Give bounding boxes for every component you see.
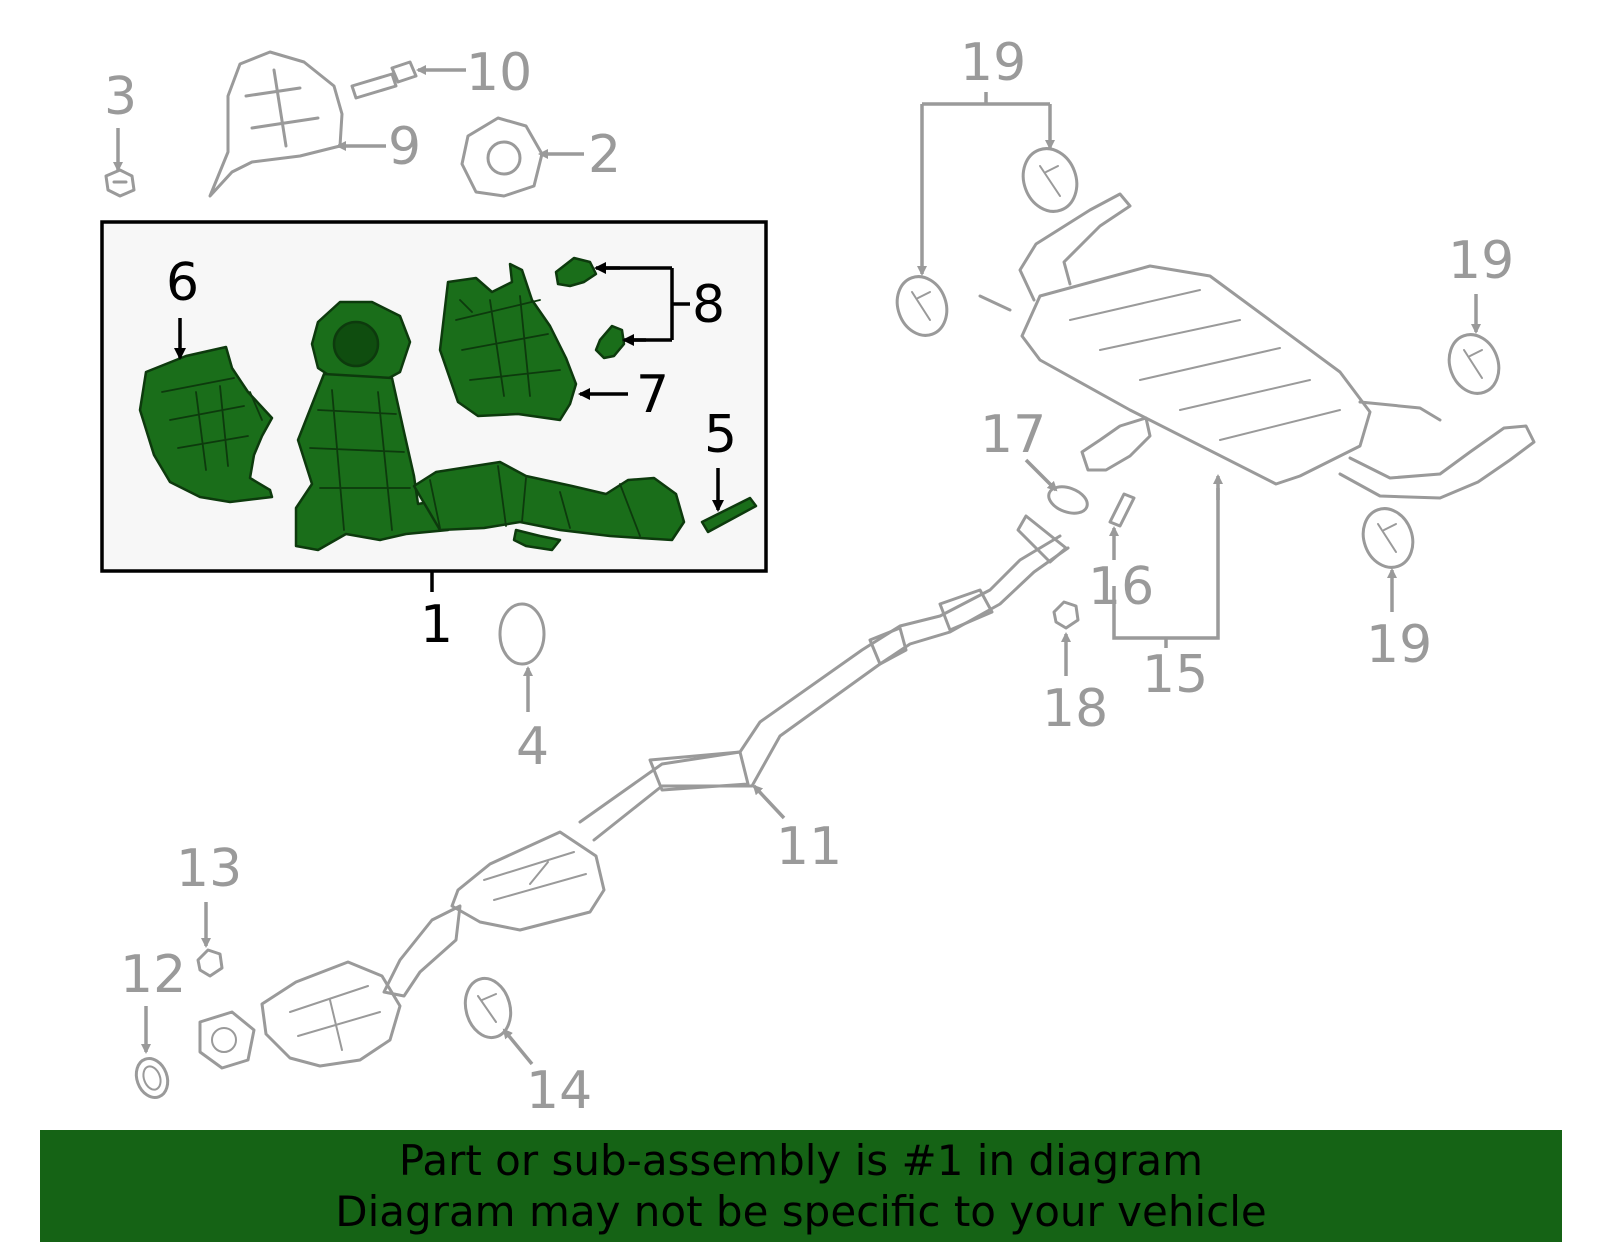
callout-9: 9 — [388, 117, 421, 177]
callout-18: 18 — [1042, 679, 1108, 739]
part-3-nut[interactable] — [104, 168, 136, 198]
callout-5: 5 — [704, 405, 737, 465]
callout-17: 17 — [980, 405, 1046, 465]
part-17-gasket[interactable] — [1045, 482, 1091, 518]
part-1-catalytic-converter[interactable] — [294, 300, 686, 552]
part-10-bolt[interactable] — [350, 60, 418, 100]
callout-16: 16 — [1088, 557, 1154, 617]
part-19-hanger-left[interactable] — [889, 270, 955, 343]
part-13-nut[interactable] — [196, 948, 224, 978]
callout-4: 4 — [516, 717, 549, 777]
part-15-muffler[interactable] — [978, 192, 1536, 500]
part-14-hanger[interactable] — [459, 973, 517, 1042]
part-5-stud[interactable] — [700, 496, 758, 534]
callout-6: 6 — [166, 253, 199, 313]
leader-19-top — [922, 92, 1050, 106]
disclaimer-banner: Part or sub-assembly is #1 in diagram Di… — [40, 1130, 1562, 1242]
banner-line-1: Part or sub-assembly is #1 in diagram — [398, 1136, 1204, 1185]
callout-3: 3 — [104, 67, 137, 127]
callout-14: 14 — [526, 1061, 592, 1121]
part-11-intermediate-pipe[interactable] — [198, 514, 1070, 1070]
part-9-heat-shield[interactable] — [208, 50, 344, 198]
callout-2: 2 — [588, 125, 621, 185]
leader-15 — [1112, 488, 1220, 648]
part-12-gasket[interactable] — [131, 1054, 173, 1102]
part-16-stud[interactable] — [1108, 492, 1136, 528]
callout-19-top: 19 — [960, 33, 1026, 93]
callout-10: 10 — [466, 43, 532, 103]
leader-17 — [1024, 458, 1058, 492]
part-2-gasket[interactable] — [460, 116, 544, 198]
banner-line-2: Diagram may not be specific to your vehi… — [335, 1187, 1267, 1236]
part-8-oxygen-sensors[interactable] — [554, 256, 626, 360]
leader-14 — [502, 1028, 534, 1066]
callout-7: 7 — [636, 365, 669, 425]
part-7-heat-shield[interactable] — [438, 262, 578, 422]
part-18-nut[interactable] — [1052, 600, 1080, 630]
part-19-hanger-right-bottom[interactable] — [1355, 502, 1421, 575]
callout-19-right-bottom: 19 — [1366, 615, 1432, 675]
callout-19-right-top: 19 — [1448, 231, 1514, 291]
part-6-heat-shield[interactable] — [138, 345, 274, 504]
callout-1: 1 — [420, 595, 453, 655]
callout-8: 8 — [692, 275, 725, 335]
leader-8 — [600, 266, 690, 342]
callout-11: 11 — [776, 817, 842, 877]
leader-11 — [752, 784, 786, 820]
part-4-hanger[interactable] — [498, 602, 546, 666]
callout-12: 12 — [120, 945, 186, 1005]
part-19-hanger-top[interactable] — [1015, 141, 1086, 219]
part-19-hanger-right-top[interactable] — [1441, 328, 1507, 401]
callout-15: 15 — [1142, 645, 1208, 705]
callout-13: 13 — [176, 839, 242, 899]
